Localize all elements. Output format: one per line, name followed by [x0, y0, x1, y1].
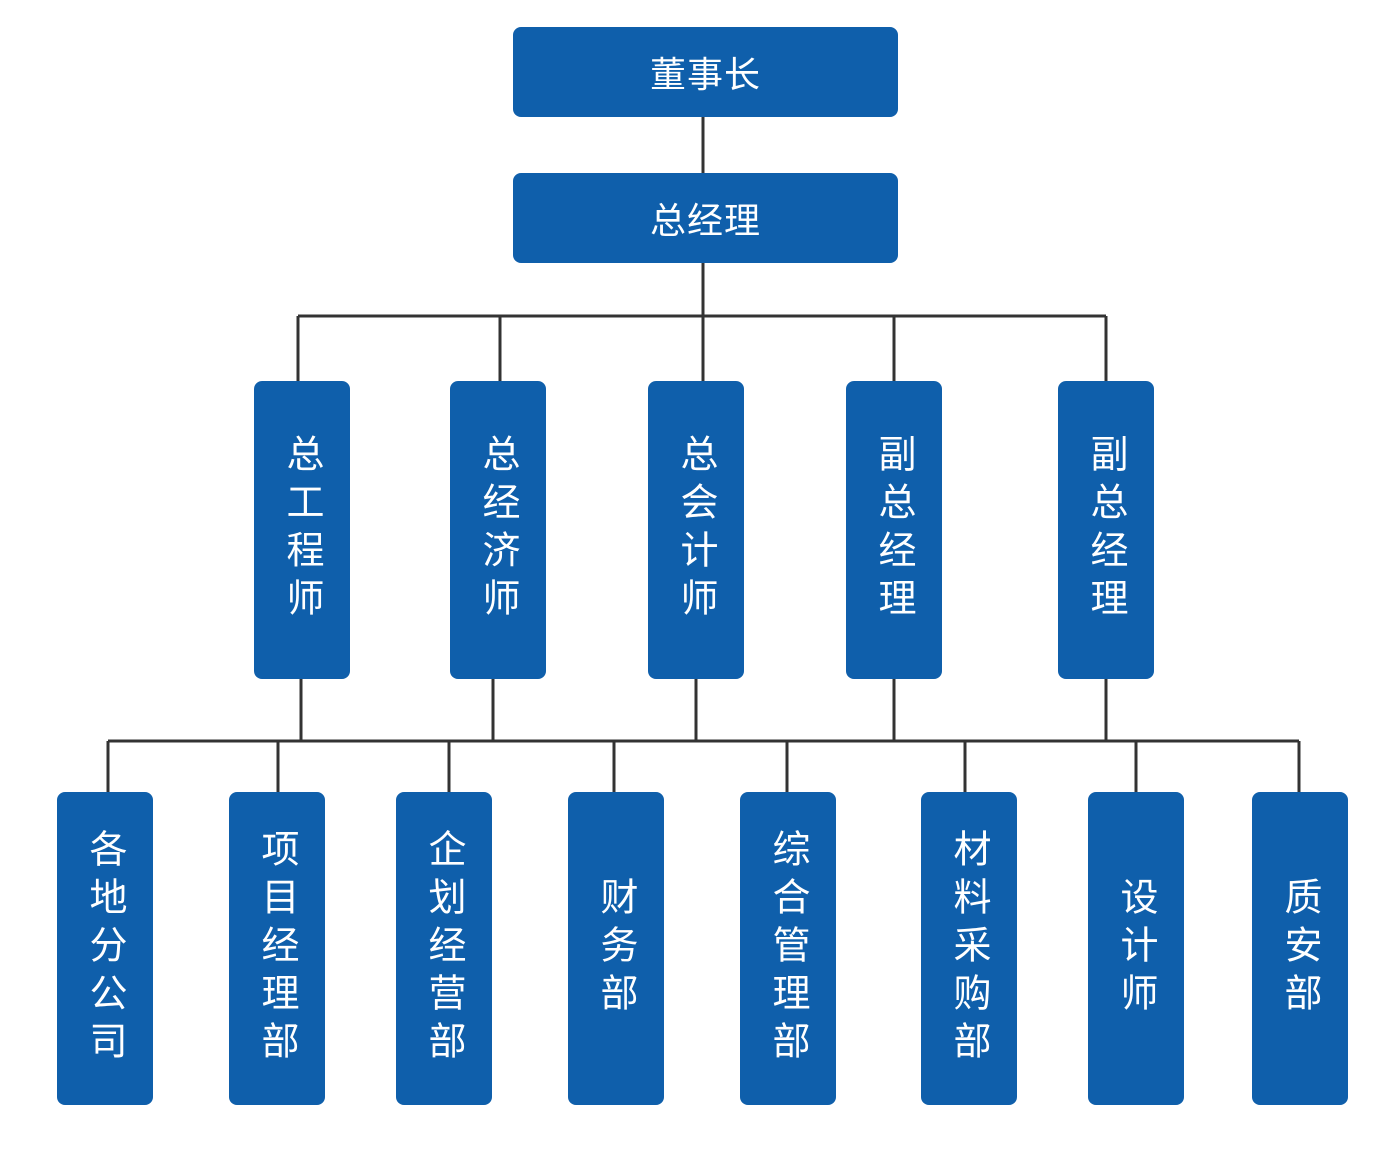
node-dept-designer: 设计师 — [1088, 792, 1184, 1105]
node-general-manager-label: 总经理 — [649, 201, 761, 242]
node-deputy-gm-1: 副总经理 — [846, 381, 942, 679]
node-chief-accountant: 总会计师 — [648, 381, 744, 679]
node-dept-finance-label: 财务部 — [594, 876, 638, 1021]
node-dept-branches: 各地分公司 — [57, 792, 153, 1105]
node-chief-engineer-label: 总工程师 — [280, 434, 324, 626]
node-dept-quality-safety: 质安部 — [1252, 792, 1348, 1105]
node-dept-planning: 企划经营部 — [396, 792, 492, 1105]
node-dept-quality-safety-label: 质安部 — [1278, 876, 1322, 1021]
node-chairman-label: 董事长 — [649, 55, 761, 96]
node-dept-project-management: 项目经理部 — [229, 792, 325, 1105]
node-dept-finance: 财务部 — [568, 792, 664, 1105]
node-dept-procurement-label: 材料采购部 — [947, 828, 991, 1069]
node-chairman: 董事长 — [513, 27, 898, 117]
node-general-manager: 总经理 — [513, 173, 898, 263]
node-dept-general-admin-label: 综合管理部 — [766, 828, 810, 1069]
node-dept-branches-label: 各地分公司 — [83, 828, 127, 1069]
node-deputy-gm-1-label: 副总经理 — [872, 434, 916, 626]
node-chief-economist: 总经济师 — [450, 381, 546, 679]
node-dept-general-admin: 综合管理部 — [740, 792, 836, 1105]
node-chief-economist-label: 总经济师 — [476, 434, 520, 626]
node-dept-project-management-label: 项目经理部 — [255, 828, 299, 1069]
node-deputy-gm-2-label: 副总经理 — [1084, 434, 1128, 626]
node-deputy-gm-2: 副总经理 — [1058, 381, 1154, 679]
node-dept-planning-label: 企划经营部 — [422, 828, 466, 1069]
node-dept-designer-label: 设计师 — [1114, 876, 1158, 1021]
node-chief-accountant-label: 总会计师 — [674, 434, 718, 626]
node-chief-engineer: 总工程师 — [254, 381, 350, 679]
node-dept-procurement: 材料采购部 — [921, 792, 1017, 1105]
